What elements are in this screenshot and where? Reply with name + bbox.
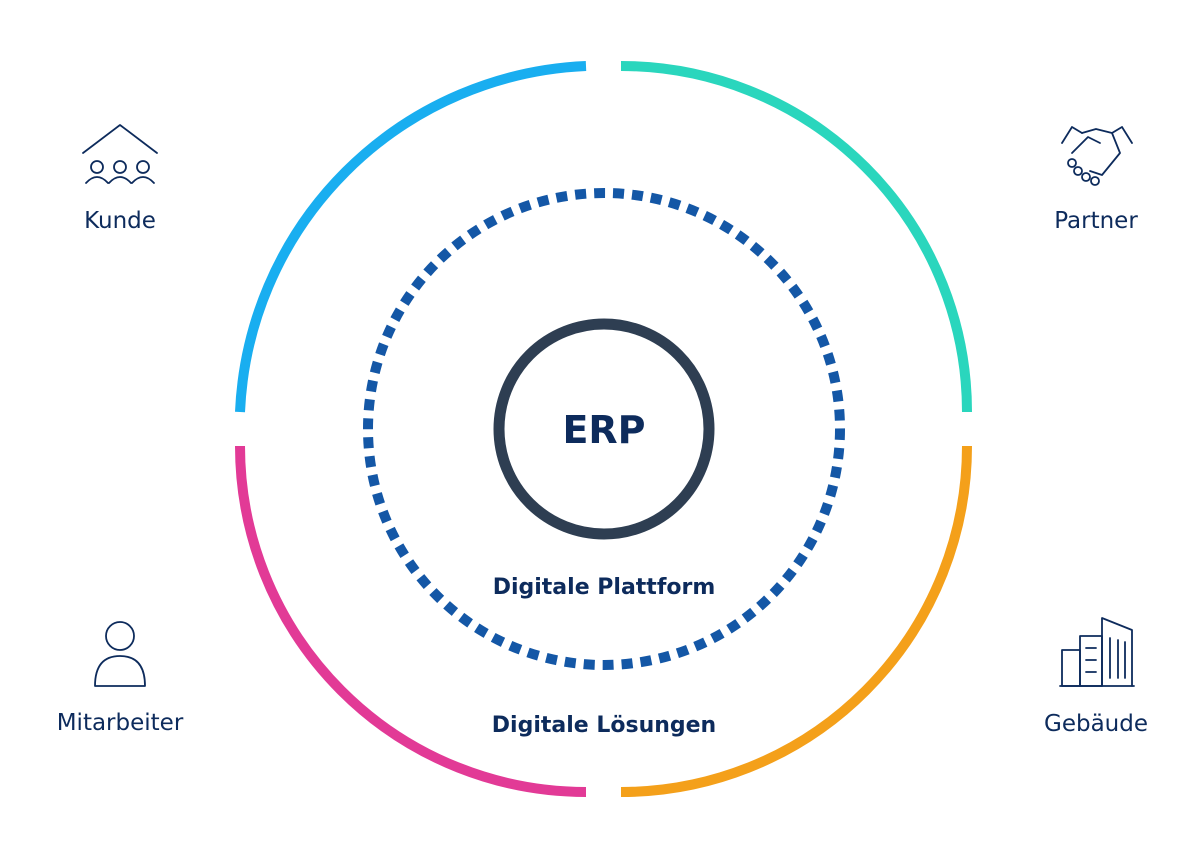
outer-ring: [235, 61, 972, 797]
center-label: ERP: [562, 408, 645, 452]
segment-label-mitarbeiter: Mitarbeiter: [57, 710, 184, 736]
outer-ring-label: Digitale Lösungen: [492, 713, 716, 738]
segment-label-partner: Partner: [1054, 208, 1138, 234]
arc-kunde: [235, 61, 587, 413]
arc-gebaeude: [620, 445, 972, 797]
center-ring: [493, 318, 715, 540]
arc-partner: [620, 61, 972, 413]
people-under-roof-icon: [82, 124, 158, 184]
inner-ring-label: Digitale Plattform: [493, 575, 716, 600]
person-icon: [94, 621, 146, 687]
segment-label-gebaeude: Gebäude: [1044, 711, 1148, 737]
arc-mitarbeiter: [235, 445, 587, 797]
buildings-icon: [1059, 617, 1135, 687]
inner-ring-dotted: [363, 188, 845, 670]
segment-label-kunde: Kunde: [84, 208, 156, 234]
handshake-icon: [1061, 126, 1133, 186]
